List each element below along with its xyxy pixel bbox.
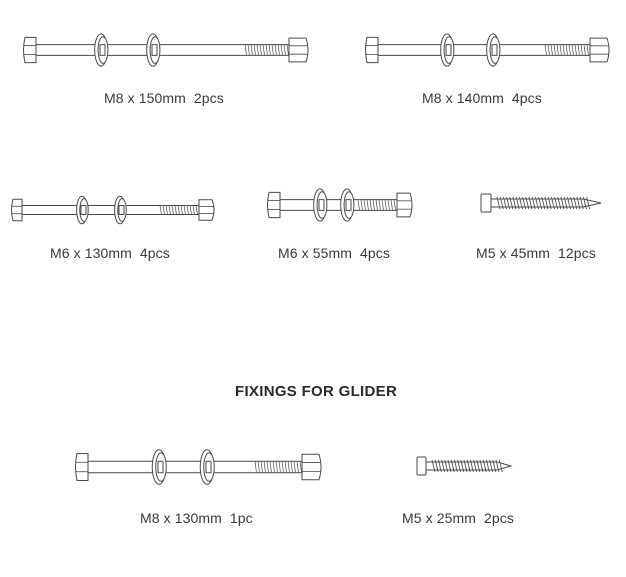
item-label-m8-130: M8 x 130mm 1pc — [140, 510, 253, 526]
bolt-with-washers-icon — [76, 450, 322, 485]
item-label-m6-130: M6 x 130mm 4pcs — [50, 245, 170, 261]
bolt-with-washers-icon — [268, 189, 413, 221]
bolt-with-washers-icon — [366, 34, 610, 66]
item-label-m5-25: M5 x 25mm 2pcs — [402, 510, 514, 526]
screw-icon — [417, 457, 511, 475]
section-heading: FIXINGS FOR GLIDER — [235, 383, 398, 400]
item-label-m8-140: M8 x 140mm 4pcs — [422, 90, 542, 106]
item-label-m6-55: M6 x 55mm 4pcs — [278, 245, 390, 261]
bolt-with-washers-icon — [12, 196, 215, 224]
bolt-with-washers-icon — [24, 34, 309, 66]
screw-icon — [481, 194, 601, 212]
item-label-m5-45: M5 x 45mm 12pcs — [476, 245, 596, 261]
item-label-m8-150: M8 x 150mm 2pcs — [104, 90, 224, 106]
